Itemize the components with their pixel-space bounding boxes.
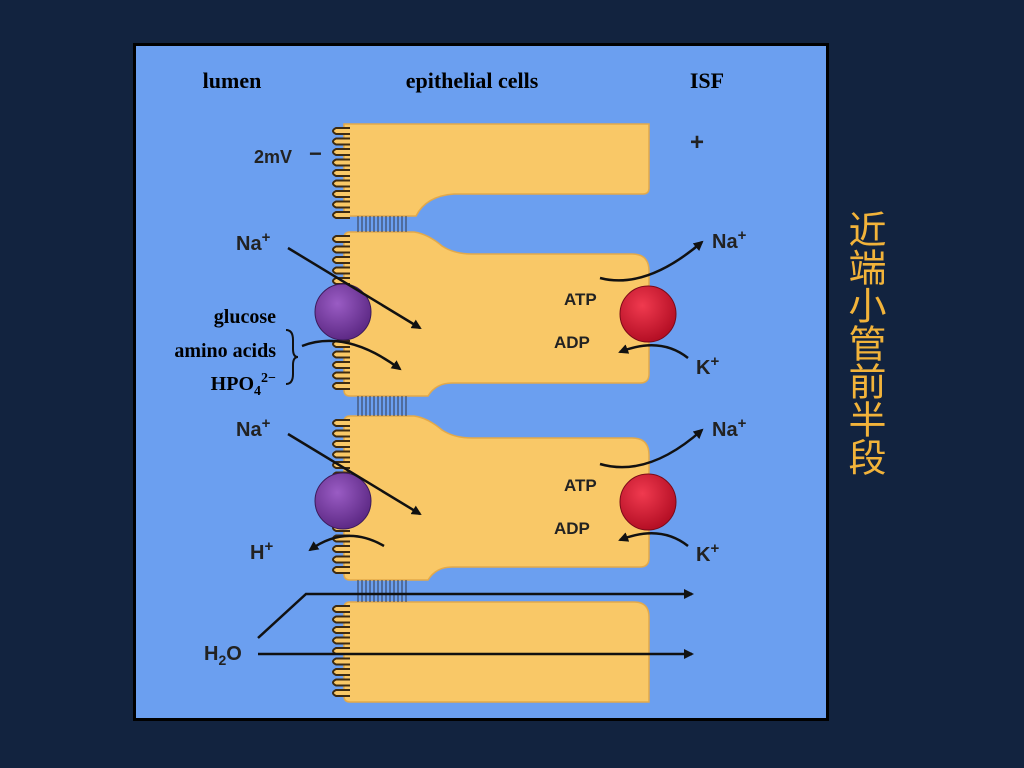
tight-junction-2	[357, 396, 407, 416]
amino-acids-label: amino acids	[174, 340, 276, 362]
microvillus	[332, 429, 350, 438]
voltage-minus-sign: −	[309, 141, 322, 166]
adp-label-bottom: ADP	[554, 519, 590, 538]
k-entry-arrow-top	[618, 344, 689, 359]
na-k-pump-top	[619, 285, 677, 343]
microvillus	[332, 200, 350, 209]
na-label-isf-bottom: Na+	[712, 415, 747, 441]
microvillus	[332, 169, 350, 177]
microvillus	[332, 245, 350, 254]
substrate-brace	[285, 329, 299, 385]
na-k-pump-bottom	[619, 473, 677, 531]
microvillus	[332, 127, 350, 135]
k-label-isf-bottom: K+	[696, 540, 719, 566]
tight-junction-3	[357, 580, 407, 602]
na-entry-arrow-top	[287, 246, 422, 330]
microvillus	[332, 605, 350, 613]
tight-junction-1	[357, 216, 407, 232]
cotransport-arrow	[301, 339, 402, 371]
microvillus	[332, 350, 350, 359]
atp-label-top: ATP	[564, 290, 597, 309]
microvillus	[332, 256, 350, 264]
epithelial-cells-label: epithelial cells	[406, 68, 539, 93]
atp-label-bottom: ATP	[564, 476, 597, 495]
na-glucose-symporter	[314, 283, 372, 341]
na-h-antiporter	[314, 472, 372, 530]
k-entry-arrow-bottom	[618, 532, 689, 547]
na-label-isf-top: Na+	[712, 227, 747, 253]
voltage-label: 2mV	[254, 147, 292, 167]
microvillus	[332, 266, 350, 275]
microvillus	[332, 371, 350, 380]
h-label-lumen: H+	[250, 538, 273, 564]
microvillus	[332, 545, 350, 553]
epithelial-cell-2	[343, 231, 650, 397]
side-title: 近端小管前半段	[842, 210, 886, 476]
isf-label: ISF	[690, 68, 724, 93]
microvillus	[332, 636, 350, 645]
na-label-lumen-bottom: Na+	[236, 415, 271, 441]
microvillus	[332, 689, 350, 697]
microvillus	[332, 419, 350, 427]
adp-label-top: ADP	[554, 333, 590, 352]
microvillus	[332, 382, 350, 390]
microvillus	[332, 555, 350, 564]
microvillus	[332, 179, 350, 188]
hpo4-label: HPO42−	[211, 371, 276, 399]
microvillus	[332, 190, 350, 198]
microvillus	[332, 361, 350, 369]
k-label-isf-top: K+	[696, 353, 719, 379]
microvillus	[332, 668, 350, 676]
microvillus	[332, 678, 350, 687]
microvillus	[332, 137, 350, 146]
glucose-label: glucose	[214, 306, 276, 328]
water-paracellular-arrow	[257, 589, 694, 639]
isf-plus-sign: +	[690, 129, 704, 156]
transport-diagram: lumen epithelial cells ISF 2mV − +	[136, 46, 826, 718]
lumen-label: lumen	[203, 68, 262, 93]
na-exit-arrow-top	[599, 240, 704, 282]
microvillus	[332, 615, 350, 624]
na-entry-arrow-bottom	[287, 432, 422, 516]
h2o-label: H2O	[204, 643, 242, 668]
microvillus	[332, 158, 350, 167]
h-exit-arrow	[308, 534, 385, 552]
microvillus	[332, 450, 350, 459]
microvillus	[332, 566, 350, 574]
microvillus	[332, 626, 350, 634]
microvillus	[332, 657, 350, 666]
microvillus	[332, 148, 350, 156]
microvillus	[332, 235, 350, 243]
microvillus	[332, 440, 350, 448]
epithelial-cell-3	[343, 415, 650, 581]
microvillus	[332, 211, 350, 219]
epithelial-cell-4	[343, 601, 650, 703]
na-label-lumen-top: Na+	[236, 229, 271, 255]
na-exit-arrow-bottom	[599, 428, 704, 469]
